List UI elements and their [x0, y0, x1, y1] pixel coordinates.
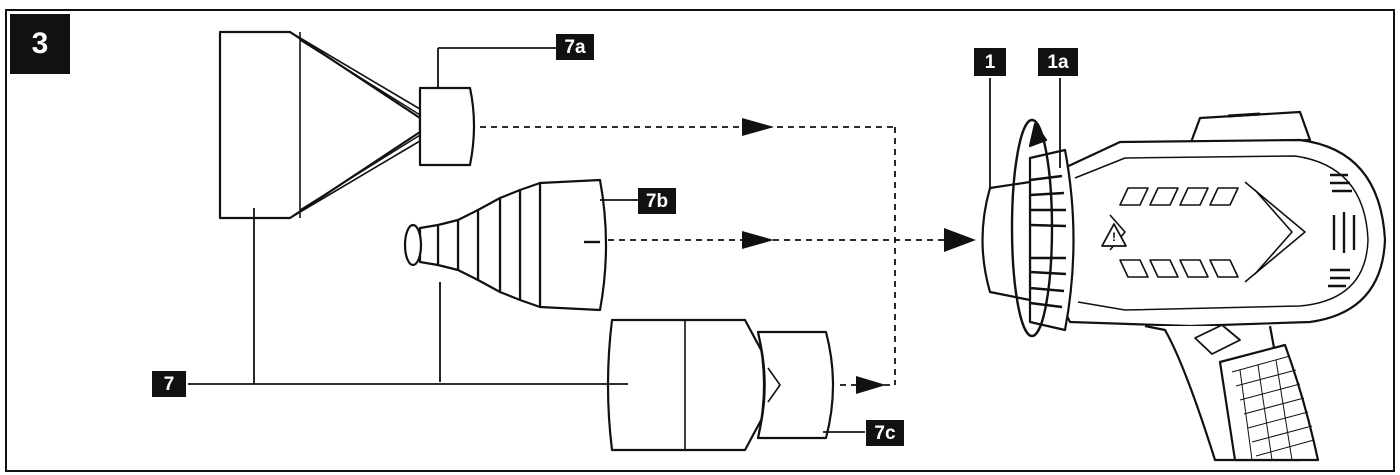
- warning-symbol: !: [1112, 230, 1116, 244]
- figure-number: 3: [10, 14, 70, 74]
- nozzle-7a: [218, 30, 556, 220]
- guide-arrowheads: [742, 118, 976, 394]
- hot-air-gun: [981, 78, 1387, 462]
- nozzle-7b: [403, 178, 638, 382]
- callout-1a: 1a: [1038, 48, 1078, 76]
- figure-frame: [5, 9, 1395, 472]
- callout-7a: 7a: [556, 34, 594, 60]
- callout-7-leaders: [188, 208, 628, 385]
- callout-7b: 7b: [638, 188, 676, 214]
- callout-7: 7: [152, 371, 186, 397]
- callout-7c: 7c: [866, 420, 904, 446]
- nozzle-7c: [606, 318, 865, 452]
- callout-1: 1: [974, 48, 1006, 76]
